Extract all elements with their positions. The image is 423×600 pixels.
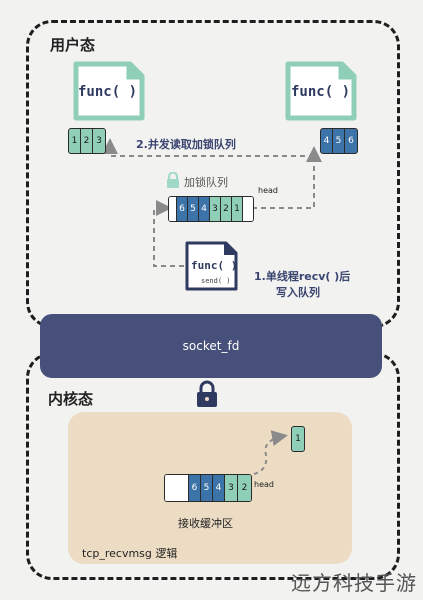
lock-queue-cell: 4 <box>199 197 210 221</box>
lock-queue-cell: 6 <box>177 197 188 221</box>
popped-item-box: 1 <box>291 426 305 452</box>
kernel-pop-arrow <box>253 430 288 475</box>
write-note-line2: 写入队列 <box>276 286 320 299</box>
left-queue-cell: 3 <box>96 136 102 146</box>
center-func-sublabel: send( ) <box>201 277 231 285</box>
kernel-head-label: head <box>254 480 274 489</box>
receive-buffer-cell: 5 <box>201 475 213 501</box>
socket-fd-bar: socket_fd <box>40 314 382 378</box>
right-func-label: func( ) <box>291 84 351 100</box>
lock-queue-cell: 1 <box>232 197 243 221</box>
kernel-lock-icon <box>195 380 219 408</box>
left-queue-cell: 1 <box>69 129 81 153</box>
lock-to-right-arrow <box>252 146 322 209</box>
write-note-line1: 1.单线程recv( )后 <box>254 270 351 283</box>
receive-buffer-label: 接收缓冲区 <box>178 517 233 530</box>
right-queue-cell: 6 <box>348 136 354 146</box>
left-queue-cell: 2 <box>81 129 93 153</box>
receive-buffer-cell: 4 <box>213 475 225 501</box>
lock-queue: 6 5 4 3 2 1 <box>168 196 254 222</box>
lock-queue-cell: 5 <box>188 197 199 221</box>
right-queue: 4 5 6 <box>320 128 358 154</box>
center-func-label: func( ) <box>191 259 238 272</box>
kernel-logic-label: tcp_recvmsg 逻辑 <box>82 547 178 560</box>
read-note: 2.并发读取加锁队列 <box>136 138 236 151</box>
left-func-label: func( ) <box>78 84 138 100</box>
receive-buffer-cell: 3 <box>225 475 238 501</box>
popped-item: 1 <box>295 434 301 444</box>
right-func-document-icon <box>282 60 362 122</box>
read-to-left-arrow <box>102 138 314 157</box>
lock-queue-cell: 3 <box>210 197 221 221</box>
watermark: 远方科技手游 <box>291 571 417 595</box>
lock-queue-cell <box>243 197 253 221</box>
center-func-document-icon <box>184 240 240 292</box>
receive-buffer-cell: 6 <box>189 475 201 501</box>
kernel-space-title: 内核态 <box>48 390 94 408</box>
lock-icon <box>166 171 180 188</box>
right-queue-cell: 5 <box>333 129 345 153</box>
right-queue-cell: 4 <box>321 129 333 153</box>
lock-queue-cell <box>169 197 177 221</box>
write-to-queue-arrow <box>153 200 184 267</box>
user-space-title: 用户态 <box>50 36 96 54</box>
receive-buffer-cell: 2 <box>238 475 251 501</box>
lock-queue-head-label: head <box>258 186 278 195</box>
left-func-document-icon <box>70 60 150 122</box>
left-queue: 1 2 3 <box>68 128 106 154</box>
receive-buffer: 6 5 4 3 2 <box>164 474 252 502</box>
lock-queue-label: 加锁队列 <box>184 176 228 189</box>
socket-fd-label: socket_fd <box>182 339 240 353</box>
lock-queue-cell: 2 <box>221 197 232 221</box>
receive-buffer-cell <box>165 475 189 501</box>
